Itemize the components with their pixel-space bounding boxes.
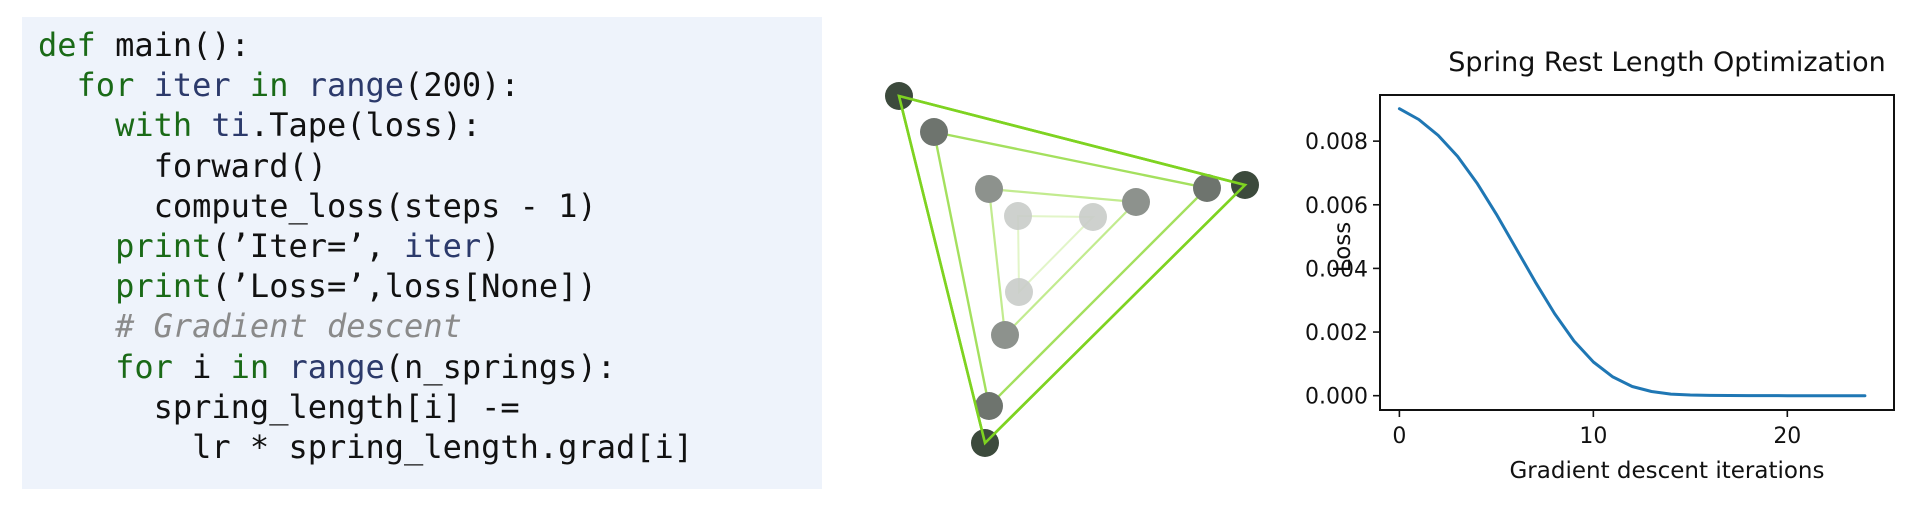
code-line: # Gradient descent bbox=[38, 306, 693, 346]
spring-triangle bbox=[1016, 214, 1096, 295]
spring-triangle bbox=[932, 130, 1210, 409]
code-token: ti bbox=[211, 106, 250, 145]
x-tick-label: 20 bbox=[1773, 424, 1801, 449]
mass-node bbox=[1079, 203, 1107, 231]
code-panel: def main(): for iter in range(200): with… bbox=[22, 17, 822, 489]
chart-title: Spring Rest Length Optimization bbox=[1448, 47, 1886, 78]
code-line: def main(): bbox=[38, 25, 693, 65]
code-token: range bbox=[307, 66, 405, 105]
y-tick-label: 0.008 bbox=[1305, 130, 1368, 155]
code-line: forward() bbox=[38, 146, 693, 186]
code-token: with bbox=[115, 106, 193, 145]
code-token: spring_length[i] -= bbox=[38, 387, 520, 426]
mass-node bbox=[920, 118, 948, 146]
code-token: print bbox=[115, 226, 212, 265]
code-token: print bbox=[115, 267, 212, 306]
code-token: i bbox=[172, 347, 231, 386]
loss-plot: Spring Rest Length Optimization Gradient… bbox=[1305, 47, 1895, 484]
code-token: in bbox=[230, 347, 270, 386]
mass-node bbox=[1004, 202, 1032, 230]
x-tick-label: 10 bbox=[1579, 424, 1607, 449]
mass-node bbox=[1005, 278, 1033, 306]
code-token: (n_springs): bbox=[384, 347, 616, 386]
code-token: # Gradient descent bbox=[115, 307, 462, 346]
code-token: .Tape(loss): bbox=[249, 106, 482, 145]
code-line: compute_loss(steps - 1) bbox=[38, 186, 693, 226]
y-tick-label: 0.002 bbox=[1305, 321, 1368, 346]
mass-node bbox=[975, 175, 1003, 203]
code-line: with ti.Tape(loss): bbox=[38, 105, 693, 145]
code-line: spring_length[i] -= bbox=[38, 387, 693, 427]
code-token: in bbox=[249, 66, 289, 105]
code-token: (’Loss=’,loss[None]) bbox=[211, 267, 597, 306]
code-token: ) bbox=[481, 226, 501, 265]
axis-ticks: 0 10 20 0.000 0.002 0.004 0.006 0.008 bbox=[1305, 130, 1801, 449]
x-axis-label: Gradient descent iterations bbox=[1509, 458, 1824, 484]
spring-triangle bbox=[987, 187, 1139, 338]
code-line: print(’Iter=’, iter) bbox=[38, 226, 693, 266]
code-token: iter bbox=[153, 66, 231, 105]
code-token: for bbox=[115, 347, 173, 386]
code-line: for i in range(n_springs): bbox=[38, 347, 693, 387]
code-block: def main(): for iter in range(200): with… bbox=[38, 25, 693, 467]
spring-triangle-outer bbox=[897, 94, 1248, 446]
loss-series-line bbox=[1397, 107, 1867, 398]
mass-node bbox=[991, 321, 1019, 349]
spring-diagram bbox=[885, 82, 1259, 457]
code-token: for bbox=[76, 66, 135, 105]
mass-node bbox=[975, 392, 1003, 420]
code-token: compute_loss(steps - 1) bbox=[38, 186, 597, 225]
y-axis-label: Loss bbox=[1330, 222, 1356, 272]
code-token: forward() bbox=[38, 146, 327, 185]
spring-triangle bbox=[897, 94, 1248, 446]
code-token: range bbox=[288, 347, 385, 386]
code-line: print(’Loss=’,loss[None]) bbox=[38, 266, 693, 306]
code-token: (200): bbox=[404, 66, 520, 105]
code-token: (’Iter=’, bbox=[211, 226, 405, 265]
code-token: main(): bbox=[95, 26, 250, 64]
y-tick-label: 0.006 bbox=[1305, 194, 1368, 219]
code-line: lr * spring_length.grad[i] bbox=[38, 427, 693, 467]
plot-frame bbox=[1379, 94, 1895, 411]
code-token: iter bbox=[404, 226, 482, 265]
x-tick-label: 0 bbox=[1392, 424, 1406, 449]
mass-node bbox=[1122, 188, 1150, 216]
y-tick-label: 0.000 bbox=[1305, 385, 1368, 410]
series-layer bbox=[1397, 107, 1867, 398]
code-token: def bbox=[38, 26, 96, 64]
code-token: lr * spring_length.grad[i] bbox=[38, 427, 694, 466]
mass-node bbox=[1193, 174, 1221, 202]
code-line: for iter in range(200): bbox=[38, 65, 693, 105]
y-tick-label: 0.004 bbox=[1305, 257, 1368, 282]
